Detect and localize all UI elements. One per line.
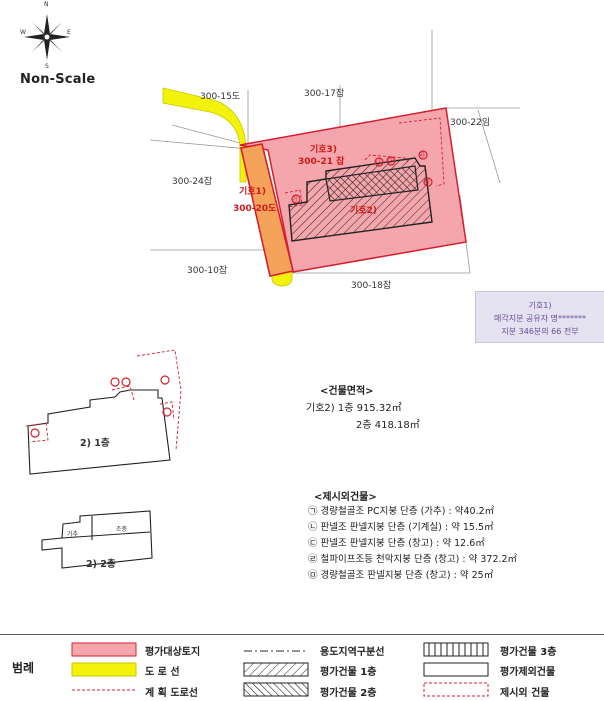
note-line-1: 기호1) bbox=[528, 301, 552, 310]
excluded-item: ㉢ 판넬조 판넬지붕 단층 (창고) : 약 12.6㎡ bbox=[308, 538, 485, 549]
legend-label-bldg-1f: 평가건물 1층 bbox=[320, 667, 377, 678]
legend-label-bldg-3f: 평가건물 3층 bbox=[500, 647, 557, 658]
floor2-sub-label-2: 조층 bbox=[116, 526, 128, 533]
parcel-label-300-17: 300-17잡 bbox=[304, 89, 345, 99]
subject-1-label-1: 기호1) bbox=[239, 187, 266, 197]
parcel-label-300-22: 300-22임 bbox=[450, 118, 491, 128]
marker-e: ㉲ bbox=[424, 179, 431, 186]
marker-c: ㉰ bbox=[387, 158, 394, 165]
subject-3-label-1: 기호3) bbox=[310, 145, 337, 155]
floor-plan-2f bbox=[41, 510, 153, 569]
excluded-item: ㉤ 경량철골조 판넬지붕 단층 (창고) : 약 25㎡ bbox=[308, 570, 494, 581]
legend-panel bbox=[0, 634, 604, 701]
compass-n: N bbox=[44, 1, 49, 8]
building-2-floor2 bbox=[325, 165, 419, 202]
floor-plan-1f bbox=[27, 389, 171, 475]
road-300-15 bbox=[162, 87, 247, 183]
note-line-3: 지분 346분의 66 전부 bbox=[501, 327, 579, 336]
marker-b: ㉯ bbox=[375, 159, 382, 166]
legend-label-zoning-line: 용도지역구분선 bbox=[320, 647, 385, 658]
subject-2-label: 기호2) bbox=[350, 206, 377, 216]
legend-label-bldg-2f: 평가건물 2층 bbox=[320, 688, 377, 699]
excluded-item: ㉣ 철파이프조등 천막지붕 단층 (창고) : 약 372.2㎡ bbox=[308, 554, 518, 565]
parcel-label-300-10: 300-10잡 bbox=[187, 266, 228, 276]
note-line-2: 매각지분 공유자 명******* bbox=[494, 314, 586, 323]
excluded-title: <제시외건물> bbox=[314, 492, 377, 503]
legend-swatches bbox=[71, 642, 489, 697]
subject-parcel-300-20 bbox=[240, 143, 294, 277]
legend-label-subject-land: 평가대상토지 bbox=[145, 647, 201, 658]
compass-e: E bbox=[67, 29, 71, 36]
compass-w: W bbox=[20, 29, 26, 36]
excluded-item: ㉠ 경량철골조 PC지붕 단층 (가추) : 약40.2㎡ bbox=[308, 506, 495, 517]
excluded-item: ㉡ 판넬조 판넬지붕 단층 (기계실) : 약 15.5㎡ bbox=[308, 522, 494, 533]
compass-s: S bbox=[45, 63, 49, 70]
legend-label-road: 도 로 선 bbox=[145, 667, 180, 678]
building-area-line-1: 기호2) 1층 915.32㎡ bbox=[306, 403, 402, 414]
scale-note: Non-Scale bbox=[20, 72, 96, 87]
floor-plan-1f-extras bbox=[25, 349, 182, 451]
marker-circles bbox=[30, 150, 433, 438]
subject-1-label-2: 300-20도 bbox=[233, 204, 277, 214]
building-area-line-2: 2층 418.18㎡ bbox=[356, 420, 420, 431]
marker-a: ㉮ bbox=[292, 196, 299, 203]
floor1-label: 2) 1층 bbox=[80, 438, 110, 449]
legend-label-extra-bldg: 제시외 건물 bbox=[500, 688, 550, 699]
legend-label-excluded-bldg: 평가제외건물 bbox=[500, 667, 556, 678]
legend-heading: 범례 bbox=[12, 661, 35, 675]
compass-rose: N S E W bbox=[18, 1, 76, 70]
floor2-label: 2) 2층 bbox=[86, 559, 116, 570]
marker-d: ㉱ bbox=[419, 152, 426, 159]
building-area-title: <건물면적> bbox=[320, 386, 374, 397]
legend-label-planned-road: 계 획 도로선 bbox=[145, 688, 198, 699]
parcel-label-300-15: 300-15도 bbox=[200, 92, 241, 102]
parcel-label-300-18: 300-18잡 bbox=[351, 281, 392, 291]
subject-3-label-2: 300-21 잡 bbox=[298, 157, 345, 167]
share-note-box: 기호1) 매각지분 공유자 명******* 지분 346분의 66 전부 bbox=[475, 291, 604, 343]
parcel-label-300-24: 300-24잡 bbox=[172, 177, 213, 187]
floor2-sub-label-1: 가추 bbox=[67, 531, 79, 538]
